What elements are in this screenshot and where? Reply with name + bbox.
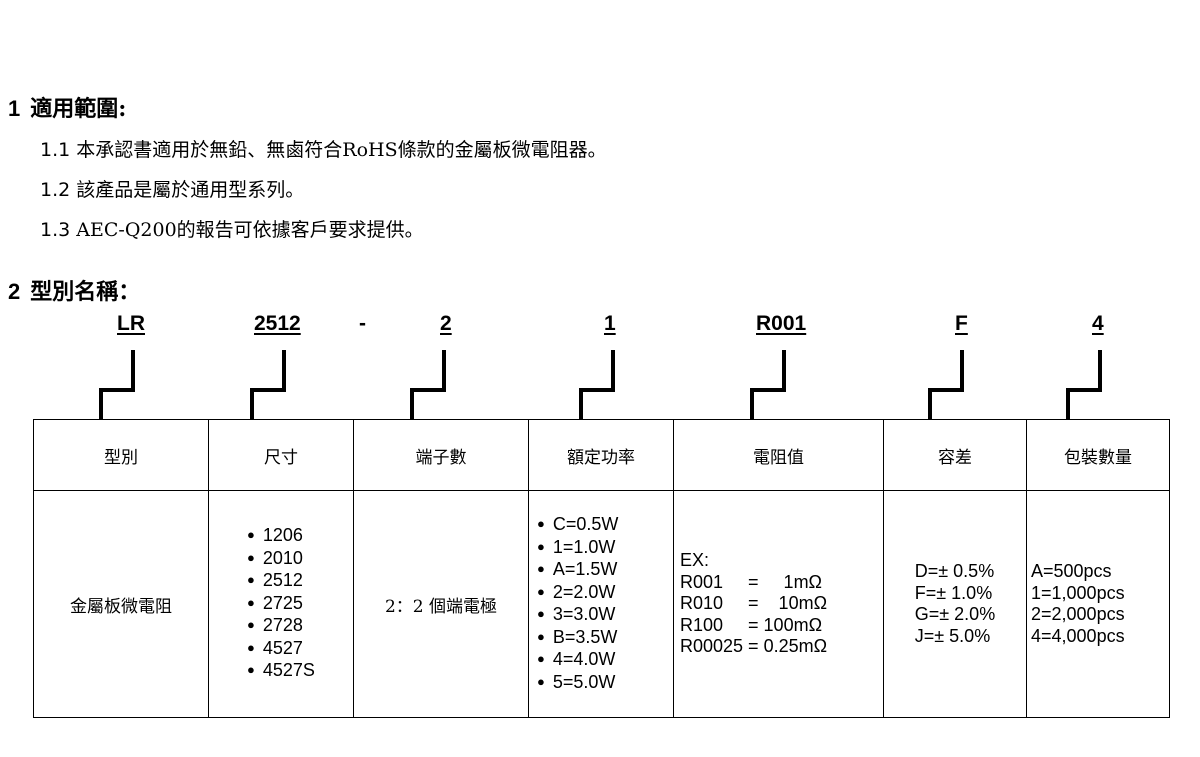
section2-title: 型別名稱： — [30, 279, 141, 305]
cell-sizes: 1206 2010 2512 2725 2728 4527 4527S — [208, 490, 354, 718]
section1-item-2: 1.2 該產品是屬於通用型系列。 — [40, 175, 304, 202]
list-item: 4=4,000pcs — [1031, 625, 1125, 646]
list-item: A=1.5W — [537, 559, 618, 582]
list-item: 1=1.0W — [537, 537, 618, 560]
header-packaging: 包裝數量 — [1026, 419, 1170, 491]
section1-item-1: 1.1 本承認書適用於無鉛、無鹵符合RoHS條款的金屬板微電阻器。 — [40, 135, 607, 162]
code-segment-packaging: 4 — [1092, 312, 1104, 335]
tolerance-list: D=± 0.5% F=± 1.0% G=± 2.0% J=± 5.0% — [915, 561, 995, 647]
list-item: A=500pcs — [1031, 561, 1112, 581]
header-resistance: 電阻值 — [673, 419, 884, 491]
code-segment-type: LR — [117, 312, 145, 335]
code-segment-tolerance: F — [955, 312, 968, 335]
header-terminals: 端子數 — [353, 419, 529, 491]
item-text: AEC-Q200的報告可依據客戶要求提供。 — [76, 219, 424, 241]
item-text: 該產品是屬於通用型系列。 — [76, 179, 305, 201]
connector-line-power — [579, 350, 615, 420]
section2-number: 2 — [8, 279, 21, 304]
item-text: 本承認書適用於無鉛、無鹵符合RoHS條款的金屬板微電阻器。 — [76, 139, 607, 161]
connector-line-terminals — [410, 350, 446, 420]
list-item: 2=2.0W — [537, 582, 618, 605]
code-segment-power: 1 — [604, 312, 616, 335]
list-item: 2010 — [247, 548, 315, 571]
packaging-list: A=500pcs 1=1,000pcs 2=2,000pcs 4=4,000pc… — [1031, 561, 1169, 647]
code-separator: - — [359, 312, 366, 335]
list-item: R00025 = 0.25mΩ — [680, 636, 828, 657]
header-tolerance: 容差 — [883, 419, 1027, 491]
list-item: 1=1,000pcs — [1031, 582, 1125, 603]
item-number: 1.1 — [40, 139, 71, 161]
item-number: 1.3 — [40, 219, 71, 241]
list-item: 2=2,000pcs — [1031, 604, 1125, 624]
cell-type: 金屬板微電阻 — [33, 490, 209, 718]
list-item: EX: — [680, 550, 710, 571]
list-item: B=3.5W — [537, 627, 618, 650]
table-body-row: 金屬板微電阻 1206 2010 2512 2725 2728 4527 452… — [33, 490, 1170, 718]
section2-heading: 2 型別名稱： — [8, 274, 140, 306]
list-item: 4527 — [247, 638, 315, 661]
part-code-table: 型別 尺寸 端子數 額定功率 電阻值 容差 包裝數量 金屬板微電阻 1206 2… — [33, 419, 1170, 718]
list-item: C=0.5W — [537, 514, 619, 537]
connector-line-type — [99, 350, 135, 420]
section1-title: 適用範圍: — [30, 96, 127, 122]
connector-line-tolerance — [928, 350, 964, 420]
code-segment-terminals: 2 — [440, 312, 452, 335]
part-code: LR 2512 - 2 1 R001 F 4 — [99, 312, 1104, 420]
section1-number: 1 — [8, 96, 21, 121]
connector-line-size — [250, 350, 286, 420]
code-segment-resistance: R001 — [756, 312, 807, 335]
section1-item-3-text: 1.3 AEC-Q200的報告可依據客戶要求提供。 — [40, 215, 424, 242]
cell-resistance: EX: R001 = 1mΩ R010 = 10mΩ R100 = 100mΩ … — [673, 490, 884, 718]
connector-line-packaging — [1066, 350, 1102, 420]
cell-packaging: A=500pcs 1=1,000pcs 2=2,000pcs 4=4,000pc… — [1026, 490, 1170, 718]
cell-power: C=0.5W 1=1.0W A=1.5W 2=2.0W 3=3.0W B=3.5… — [528, 490, 674, 718]
size-list: 1206 2010 2512 2725 2728 4527 4527S — [247, 525, 315, 683]
cell-terminals: 2：2 個端電極 — [353, 490, 529, 718]
list-item: G=± 2.0% — [914, 604, 996, 624]
item-number: 1.2 — [40, 179, 71, 201]
list-item: 4527S — [247, 660, 315, 683]
code-segment-size: 2512 — [254, 312, 301, 335]
cell-tolerance: D=± 0.5% F=± 1.0% G=± 2.0% J=± 5.0% — [883, 490, 1027, 718]
list-item: 2725 — [247, 593, 315, 616]
list-item: 5=5.0W — [537, 672, 618, 695]
list-item: 1206 — [247, 525, 315, 548]
list-item: J=± 5.0% — [914, 625, 991, 646]
list-item: 3=3.0W — [537, 604, 618, 627]
connector-line-resistance — [750, 350, 786, 420]
power-list: C=0.5W 1=1.0W A=1.5W 2=2.0W 3=3.0W B=3.5… — [537, 514, 619, 695]
list-item: R001 = 1mΩ — [680, 571, 823, 592]
list-item: R100 = 100mΩ — [680, 614, 823, 635]
list-item: D=± 0.5% — [914, 561, 995, 581]
table-header-row: 型別 尺寸 端子數 額定功率 電阻值 容差 包裝數量 — [33, 419, 1170, 491]
header-power: 額定功率 — [528, 419, 674, 491]
header-type: 型別 — [33, 419, 209, 491]
list-item: 2728 — [247, 615, 315, 638]
list-item: R010 = 10mΩ — [680, 593, 828, 614]
list-item: 2512 — [247, 570, 315, 593]
header-size: 尺寸 — [208, 419, 354, 491]
list-item: 4=4.0W — [537, 649, 618, 672]
resistance-list: EX: R001 = 1mΩ R010 = 10mΩ R100 = 100mΩ … — [680, 550, 883, 658]
section1-heading: 1 適用範圍: — [8, 91, 126, 123]
list-item: F=± 1.0% — [914, 582, 993, 603]
